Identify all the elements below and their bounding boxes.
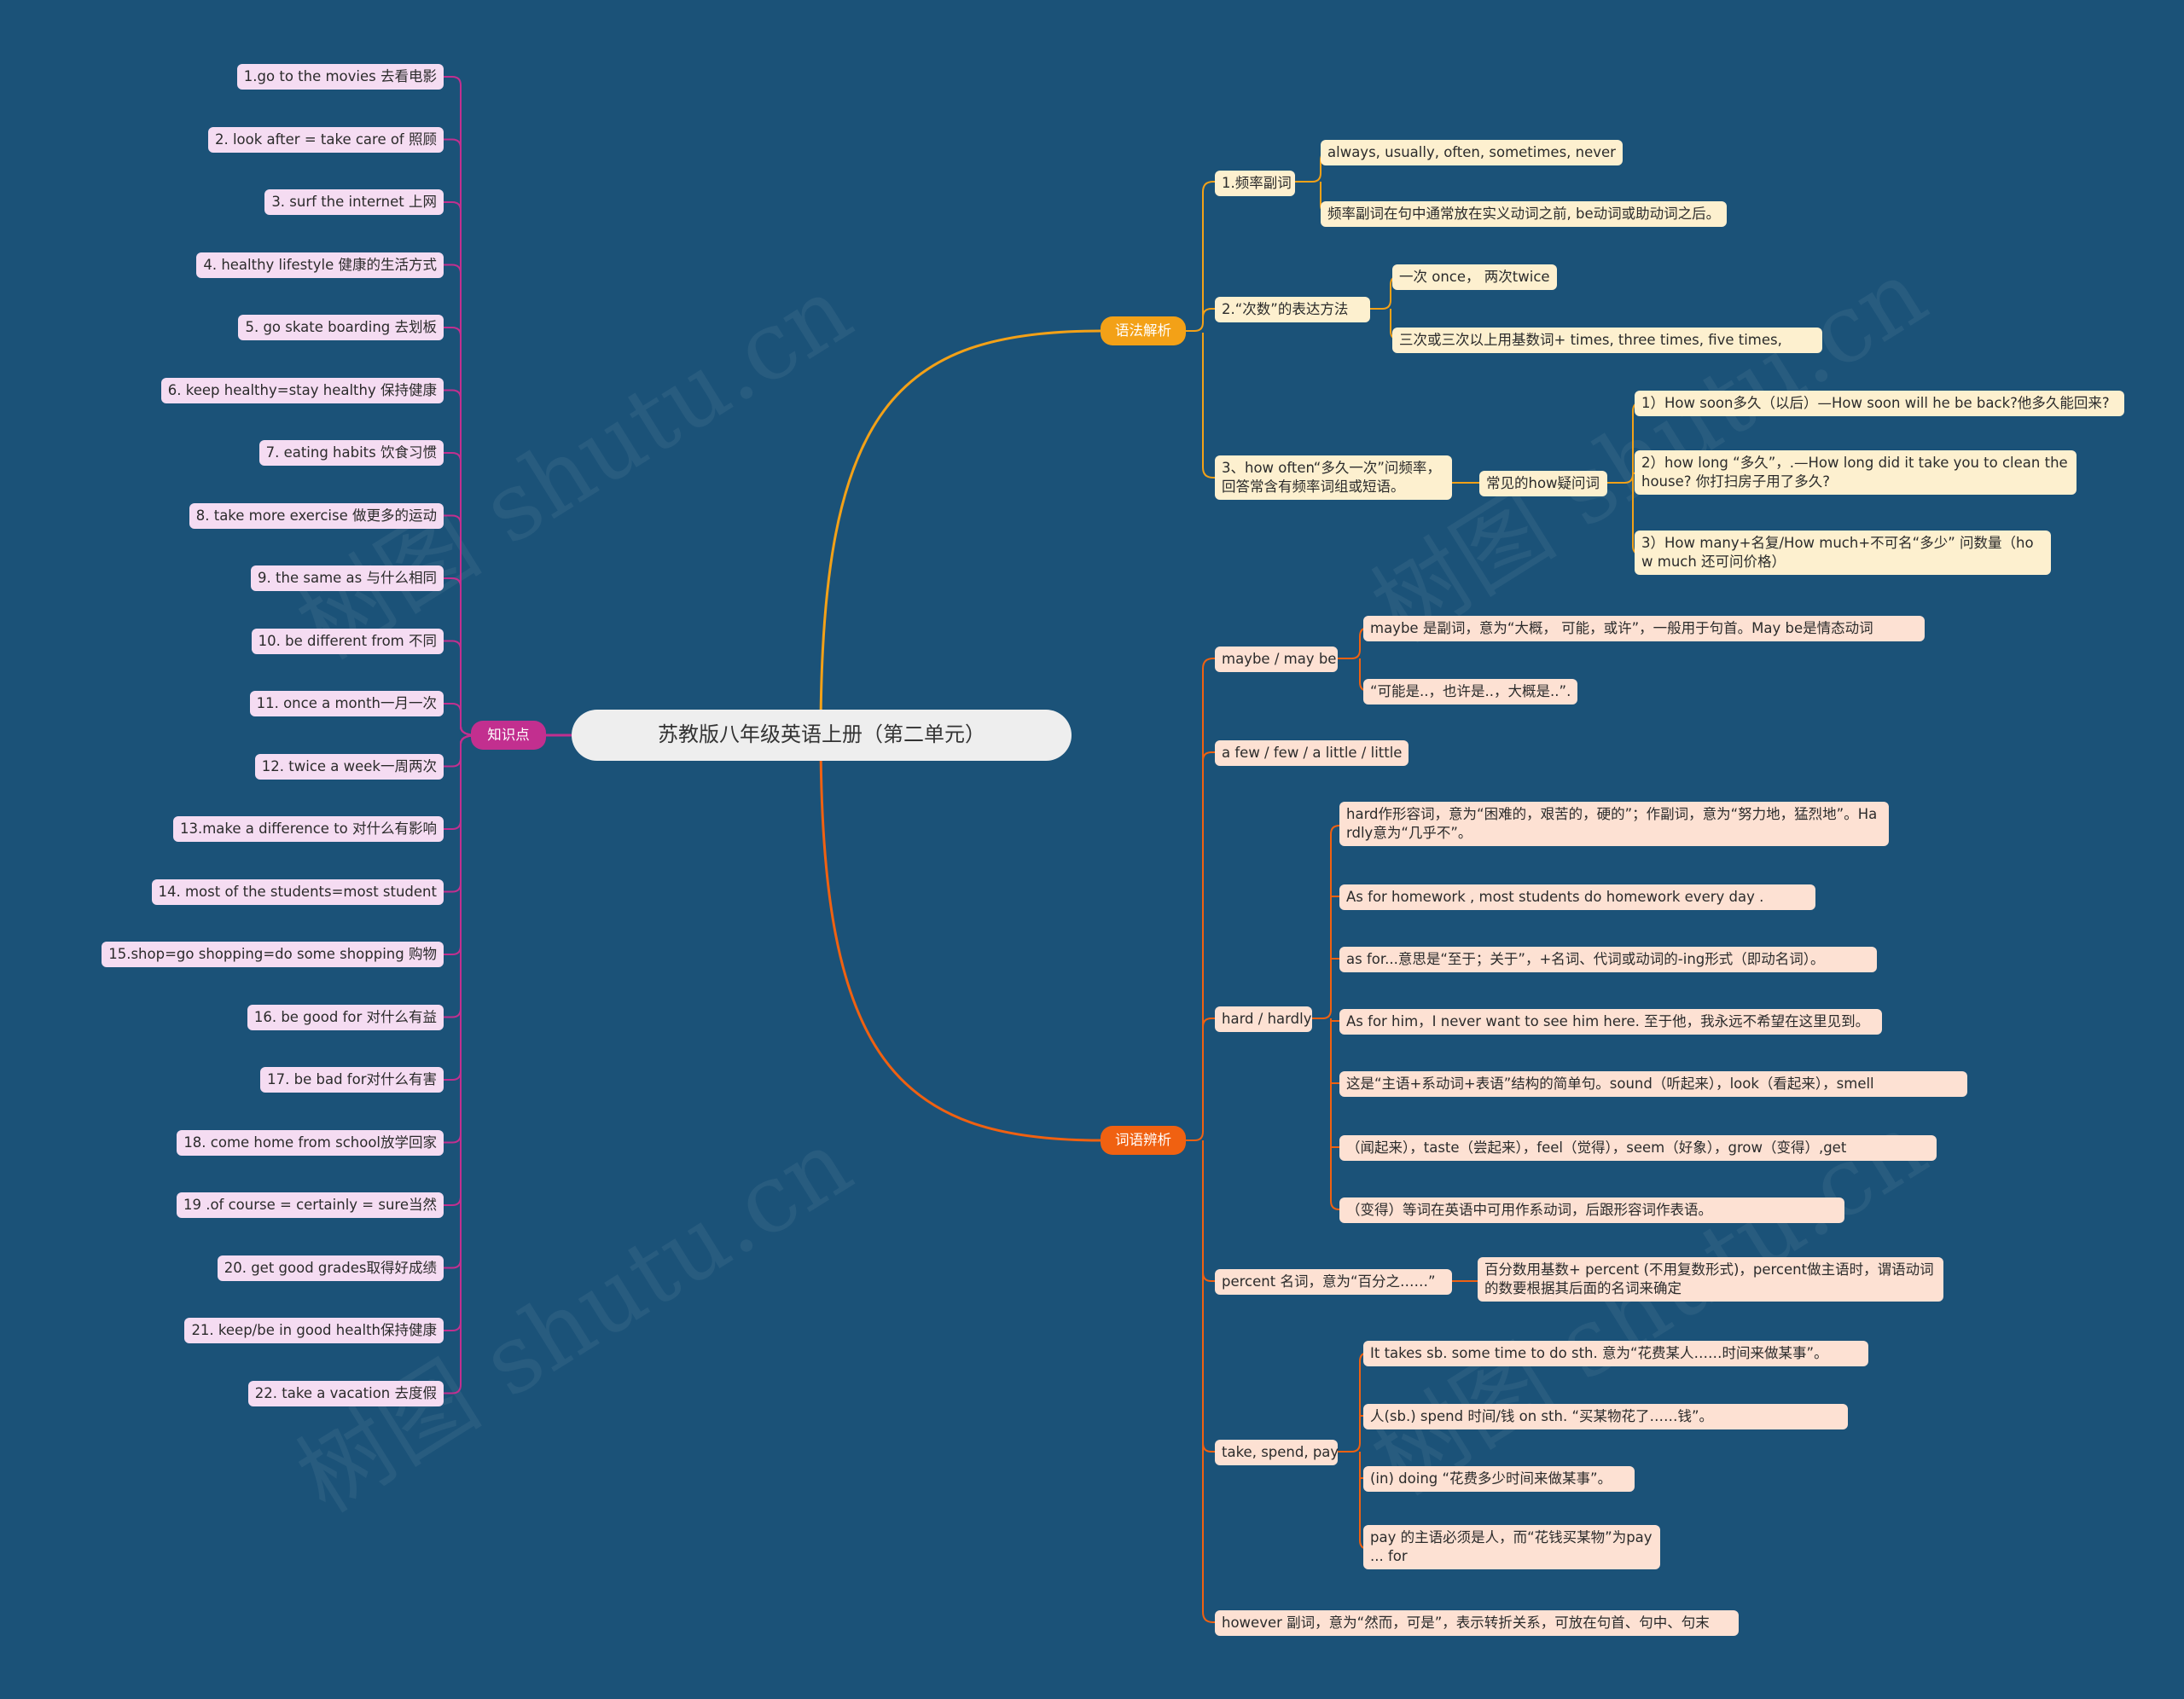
words-percent-label: percent 名词，意为“百分之……” [1215,1269,1452,1295]
words-hard-item: As for him，I never want to see him here.… [1339,1009,1882,1035]
grammar-how-words-label: 常见的how疑问词 [1479,471,1607,496]
connector-words-maybe [1186,658,1215,1141]
grammar-freq-item: always, usually, often, sometimes, never [1321,140,1623,165]
branch-knowledge: 知识点 [471,721,546,750]
knowledge-item: 11. once a month一月一次 [249,691,444,716]
connector-words-take [1202,1194,1215,1453]
words-hard-item: （闻起来），taste（尝起来），feel（觉得），seem（好象），grow（… [1339,1135,1937,1161]
knowledge-item: 22. take a vacation 去度假 [247,1380,444,1406]
connector-words-hard [1202,1018,1215,1028]
words-however-label: however 副词，意为“然而，可是”，表示转折关系，可放在句首、句中、句末 [1215,1610,1739,1636]
grammar-how-item: 3）How many+名复/How much+不可名“多少” 问数量（how m… [1635,531,2051,575]
connector-take-children [1338,1352,1369,1550]
connector-hard-children [1312,825,1340,1210]
branch-grammar: 语法解析 [1101,316,1186,345]
grammar-how-item: 1）How soon多久（以后）—How soon will he be bac… [1635,391,2124,416]
words-hard-item: 这是“主语+系动词+表语”结构的简单句。sound（听起来），look（看起来）… [1339,1071,1967,1097]
grammar-times-item: 一次 once， 两次twice [1392,264,1557,290]
connector-words-few [1202,751,1215,853]
grammar-howoften-label: 3、how often“多久一次”问频率，回答常含有频率词组或短语。 [1215,455,1452,500]
connector-grammar-times [1202,308,1215,318]
words-take-item: It takes sb. some time to do sth. 意为“花费某… [1363,1341,1868,1366]
knowledge-item: 10. be different from 不同 [251,628,444,654]
knowledge-item: 16. be good for 对什么有益 [247,1004,444,1030]
words-maybe-item: maybe 是副词，意为“大概， 可能，或许”，一般用于句首。May be是情态… [1363,616,1925,641]
knowledge-item: 8. take more exercise 做更多的运动 [189,502,444,529]
connector-root-words [819,734,1101,1142]
knowledge-item: 6. keep healthy=stay healthy 保持健康 [160,377,444,403]
words-hard-item: hard作形容词，意为“困难的，艰苦的，硬的”；作副词，意为“努力地，猛烈地”。… [1339,802,1889,846]
connector-grammar-freq [1186,181,1215,332]
knowledge-item: 9. the same as 与什么相同 [251,565,444,591]
grammar-freq-item: 频率副词在句中通常放在实义动词之前, be动词或助动词之后。 [1321,201,1728,227]
words-hard-item: （变得）等词在英语中可用作系动词，后跟形容词作表语。 [1339,1197,1844,1223]
grammar-times-label: 2.“次数”的表达方法 [1215,297,1370,322]
grammar-freq-label: 1.频率副词 [1215,171,1295,196]
knowledge-item: 4. healthy lifestyle 健康的生活方式 [196,252,444,278]
knowledge-item: 12. twice a week一周两次 [254,753,444,780]
branch-words: 词语辨析 [1101,1126,1186,1155]
knowledge-item: 2. look after = take care of 照顾 [207,126,444,153]
knowledge-item: 19 .of course = certainly = sure当然 [176,1192,444,1218]
connector-root-grammar [819,329,1101,736]
knowledge-item: 18. come home from school放学回家 [177,1129,444,1156]
grammar-times-item: 三次或三次以上用基数词+ times, three times, five ti… [1392,328,1822,353]
knowledge-item: 20. get good grades取得好成绩 [217,1255,444,1281]
connector-knowledge-item [444,703,479,736]
knowledge-item: 14. most of the students=most student [151,878,444,905]
connector-words-percent [1202,1140,1215,1282]
words-take-item: (in) doing “花费多少时间来做某事”。 [1363,1466,1635,1492]
knowledge-item: 21. keep/be in good health保持健康 [184,1318,444,1343]
words-take-label: take, spend, pay [1215,1440,1339,1465]
words-percent-item: 百分数用基数+ percent (不用复数形式)，percent做主语时，谓语动… [1478,1257,1943,1302]
knowledge-item: 7. eating habits 饮食习惯 [258,440,444,466]
knowledge-item: 17. be bad for对什么有害 [260,1067,444,1093]
connector-words-however [1202,1365,1215,1623]
knowledge-item: 3. surf the internet 上网 [264,189,444,215]
words-hard-item: As for homework , most students do homew… [1339,884,1815,910]
words-take-item: pay 的主语必须是人，而“花钱买某物”为pay ... for [1363,1525,1660,1569]
words-take-item: 人(sb.) spend 时间/钱 on sth. “买某物花了……钱”。 [1363,1404,1848,1429]
words-maybe-item: “可能是..，也许是..，大概是..”. [1363,679,1578,705]
connector-knowledge-item [444,734,479,1395]
words-few-label: a few / few / a little / little [1215,740,1409,766]
connector-grammar-howoften [1202,333,1215,478]
knowledge-item: 1.go to the movies 去看电影 [236,64,444,90]
knowledge-item: 13.make a difference to 对什么有影响 [172,816,444,842]
words-hard-label: hard / hardly [1215,1006,1312,1032]
words-hard-item: as for...意思是“至于；关于”，+名词、代词或动词的-ing形式（即动名… [1339,947,1877,972]
knowledge-item: 15.shop=go shopping=do some shopping 购物 [102,942,444,967]
grammar-how-item: 2）how long “多久”，.—How long did it take y… [1635,450,2077,495]
knowledge-item: 5. go skate boarding 去划板 [238,315,444,340]
root-topic: 苏教版八年级英语上册（第二单元） [572,710,1072,761]
words-maybe-label: maybe / may be [1215,647,1338,672]
